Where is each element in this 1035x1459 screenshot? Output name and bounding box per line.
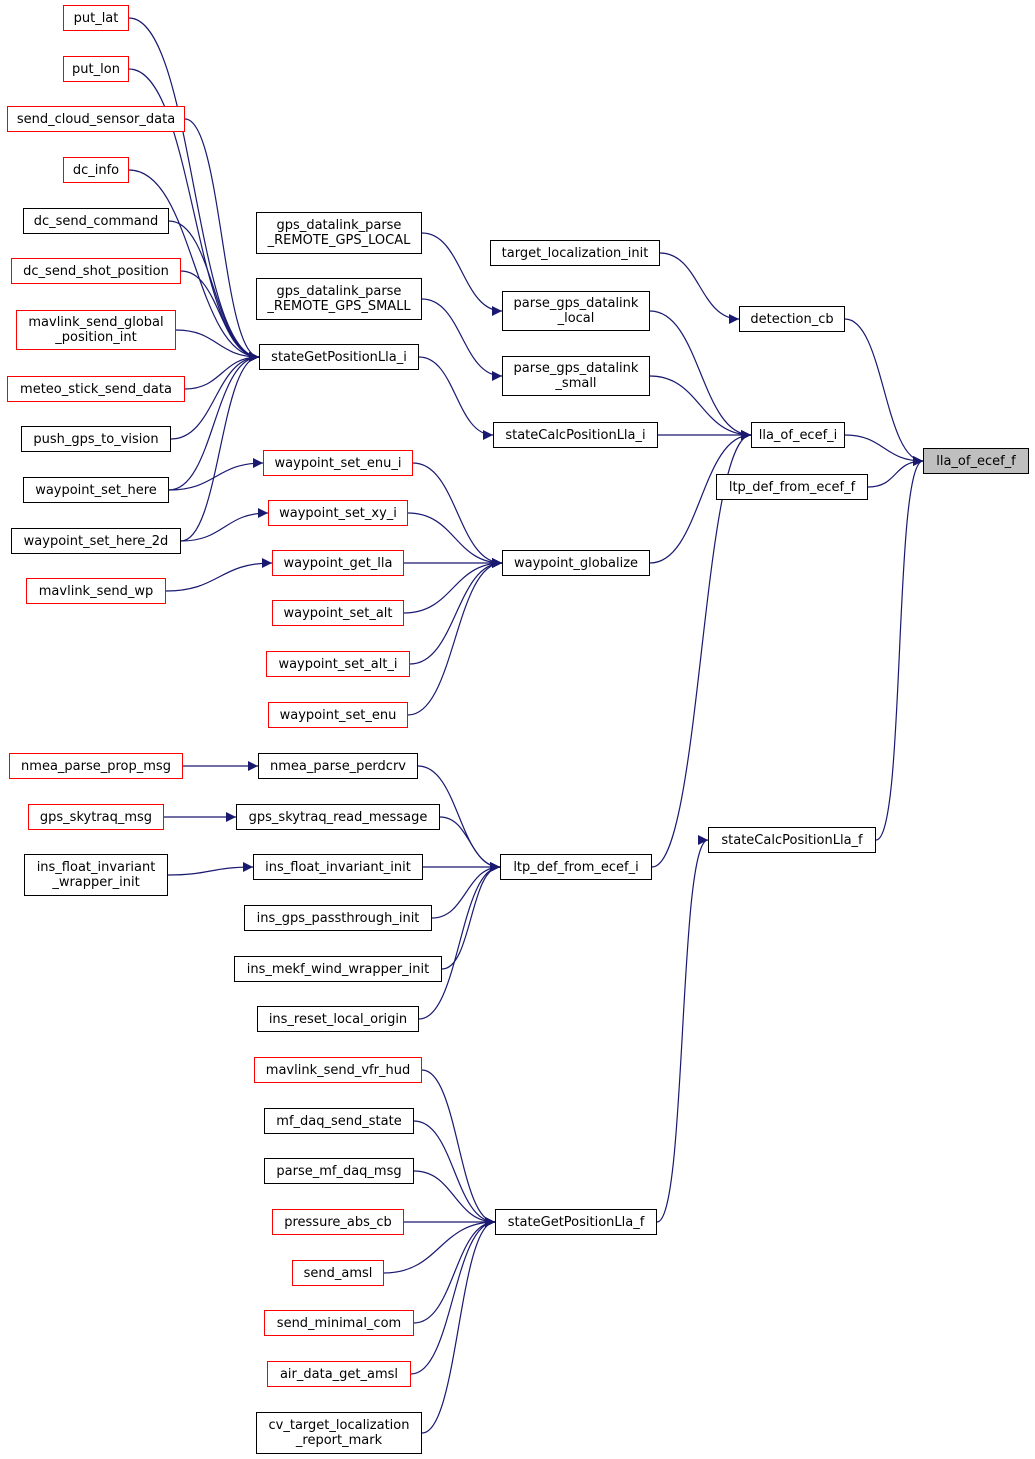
edge-waypoint-set-enu-to-waypoint-globalize [407,558,503,716]
node-nmea-parse-prop-msg[interactable]: nmea_parse_prop_msg [9,753,183,779]
node-waypoint-get-lla[interactable]: waypoint_get_lla [272,550,404,576]
node-stategetpositionlla-f[interactable]: stateGetPositionLla_f [495,1209,657,1235]
node-air-data-get-amsl[interactable]: air_data_get_amsl [267,1361,411,1387]
edge-target-localization-init-to-detection-cb [659,252,740,324]
node-ltp-def-from-ecef-i[interactable]: ltp_def_from_ecef_i [500,854,652,880]
edge-stategetpositionlla-i-to-statecalcpositionlla-i [418,356,494,440]
node-put-lat[interactable]: put_lat [63,5,129,31]
node-waypoint-set-here[interactable]: waypoint_set_here [23,477,169,503]
node-waypoint-set-alt[interactable]: waypoint_set_alt [272,600,404,626]
edge-mavlink-send-wp-to-waypoint-get-lla [165,558,273,592]
node-gps-skytraq-read-message[interactable]: gps_skytraq_read_message [236,804,440,830]
edge-parse-gps-datalink-small-to-lla-of-ecef-i [649,375,752,440]
edge-gps-datalink-parse-remote-gps-local-to-parse-gps-datalink-local [421,232,503,316]
edge-mf-daq-send-state-to-stategetpositionlla-f [413,1120,496,1227]
edge-waypoint-set-alt-i-to-waypoint-globalize [409,558,503,665]
edge-waypoint-globalize-to-lla-of-ecef-i [649,430,752,564]
node-waypoint-set-alt-i[interactable]: waypoint_set_alt_i [266,651,410,677]
edge-mavlink-send-vfr-hud-to-stategetpositionlla-f [421,1069,496,1227]
node-meteo-stick-send-data[interactable]: meteo_stick_send_data [7,376,185,402]
edge-waypoint-set-xy-i-to-waypoint-globalize [407,512,503,568]
edge-waypoint-set-here-to-stategetpositionlla-i [168,352,260,491]
node-mavlink-send-global-position-int[interactable]: mavlink_send_global _position_int [16,310,176,350]
edge-detection-cb-to-lla-of-ecef-f [844,318,924,466]
edge-send-minimal-com-to-stategetpositionlla-f [413,1217,496,1324]
edge-waypoint-set-alt-to-waypoint-globalize [403,558,503,614]
edge-dc-send-command-to-stategetpositionlla-i [168,220,260,362]
node-ltp-def-from-ecef-f[interactable]: ltp_def_from_ecef_f [716,474,868,500]
node-lla-of-ecef-f: lla_of_ecef_f [923,448,1029,474]
node-mf-daq-send-state[interactable]: mf_daq_send_state [264,1108,414,1134]
edge-waypoint-set-here-2d-to-waypoint-set-xy-i [180,508,269,542]
edge-parse-mf-daq-msg-to-stategetpositionlla-f [413,1170,496,1227]
node-gps-datalink-parse-remote-gps-local[interactable]: gps_datalink_parse _REMOTE_GPS_LOCAL [256,212,422,254]
node-mavlink-send-vfr-hud[interactable]: mavlink_send_vfr_hud [254,1057,422,1083]
edge-stategetpositionlla-f-to-statecalcpositionlla-f [656,835,709,1223]
edge-dc-info-to-stategetpositionlla-i [128,169,260,362]
edge-ins-float-invariant-wrapper-init-to-ins-float-invariant-init [167,862,254,876]
edge-waypoint-set-enu-i-to-waypoint-globalize [412,462,503,568]
node-waypoint-set-here-2d[interactable]: waypoint_set_here_2d [11,528,181,554]
node-push-gps-to-vision[interactable]: push_gps_to_vision [21,426,171,452]
node-detection-cb[interactable]: detection_cb [739,306,845,332]
edge-mavlink-send-global-position-int-to-stategetpositionlla-i [175,329,260,362]
edge-push-gps-to-vision-to-stategetpositionlla-i [170,352,260,440]
edge-ins-reset-local-origin-to-ltp-def-from-ecef-i [418,862,501,1020]
edge-statecalcpositionlla-f-to-lla-of-ecef-f [875,456,924,841]
node-send-minimal-com[interactable]: send_minimal_com [264,1310,414,1336]
edge-waypoint-set-here-2d-to-stategetpositionlla-i [180,352,260,542]
edge-gps-datalink-parse-remote-gps-small-to-parse-gps-datalink-small [421,298,503,381]
node-dc-send-shot-position[interactable]: dc_send_shot_position [11,258,181,284]
node-statecalcpositionlla-f[interactable]: stateCalcPositionLla_f [708,827,876,853]
node-ins-float-invariant-init[interactable]: ins_float_invariant_init [253,854,423,880]
edge-ltp-def-from-ecef-i-to-lla-of-ecef-i [651,430,752,868]
node-ins-gps-passthrough-init[interactable]: ins_gps_passthrough_init [244,905,432,931]
node-waypoint-set-enu[interactable]: waypoint_set_enu [268,702,408,728]
node-lla-of-ecef-i[interactable]: lla_of_ecef_i [751,422,845,448]
node-ins-reset-local-origin[interactable]: ins_reset_local_origin [257,1006,419,1032]
edge-cv-target-localization-report-mark-to-stategetpositionlla-f [421,1217,496,1434]
edge-send-cloud-sensor-data-to-stategetpositionlla-i [184,118,260,362]
node-send-amsl[interactable]: send_amsl [292,1260,384,1286]
node-cv-target-localization-report-mark[interactable]: cv_target_localization _report_mark [256,1412,422,1454]
node-waypoint-set-xy-i[interactable]: waypoint_set_xy_i [268,500,408,526]
edge-ins-mekf-wind-wrapper-init-to-ltp-def-from-ecef-i [441,862,501,970]
node-ins-mekf-wind-wrapper-init[interactable]: ins_mekf_wind_wrapper_init [234,956,442,982]
edge-put-lat-to-stategetpositionlla-i [128,17,260,362]
edge-dc-send-shot-position-to-stategetpositionlla-i [180,270,260,362]
node-ins-float-invariant-wrapper-init[interactable]: ins_float_invariant _wrapper_init [24,854,168,896]
edge-ins-gps-passthrough-init-to-ltp-def-from-ecef-i [431,862,501,919]
node-gps-skytraq-msg[interactable]: gps_skytraq_msg [28,804,164,830]
node-statecalcpositionlla-i[interactable]: stateCalcPositionLla_i [493,422,658,448]
edge-waypoint-set-here-to-waypoint-set-enu-i [168,458,264,491]
node-put-lon[interactable]: put_lon [63,56,129,82]
node-dc-send-command[interactable]: dc_send_command [23,208,169,234]
node-dc-info[interactable]: dc_info [63,157,129,183]
edge-lla-of-ecef-i-to-lla-of-ecef-f [844,434,924,466]
node-gps-datalink-parse-remote-gps-small[interactable]: gps_datalink_parse _REMOTE_GPS_SMALL [256,278,422,320]
edge-send-amsl-to-stategetpositionlla-f [383,1217,496,1274]
node-pressure-abs-cb[interactable]: pressure_abs_cb [272,1209,404,1235]
edge-air-data-get-amsl-to-stategetpositionlla-f [410,1217,496,1375]
node-parse-mf-daq-msg[interactable]: parse_mf_daq_msg [264,1158,414,1184]
node-parse-gps-datalink-local[interactable]: parse_gps_datalink _local [502,291,650,331]
node-waypoint-set-enu-i[interactable]: waypoint_set_enu_i [263,450,413,476]
node-stategetpositionlla-i[interactable]: stateGetPositionLla_i [259,344,419,370]
node-send-cloud-sensor-data[interactable]: send_cloud_sensor_data [7,106,185,132]
node-waypoint-globalize[interactable]: waypoint_globalize [502,550,650,576]
edge-meteo-stick-send-data-to-stategetpositionlla-i [184,352,260,390]
node-mavlink-send-wp[interactable]: mavlink_send_wp [26,578,166,604]
edge-parse-gps-datalink-local-to-lla-of-ecef-i [649,310,752,440]
node-parse-gps-datalink-small[interactable]: parse_gps_datalink _small [502,356,650,396]
node-target-localization-init[interactable]: target_localization_init [490,240,660,266]
edge-gps-skytraq-read-message-to-ltp-def-from-ecef-i [439,816,501,872]
node-nmea-parse-perdcrv[interactable]: nmea_parse_perdcrv [258,753,418,779]
